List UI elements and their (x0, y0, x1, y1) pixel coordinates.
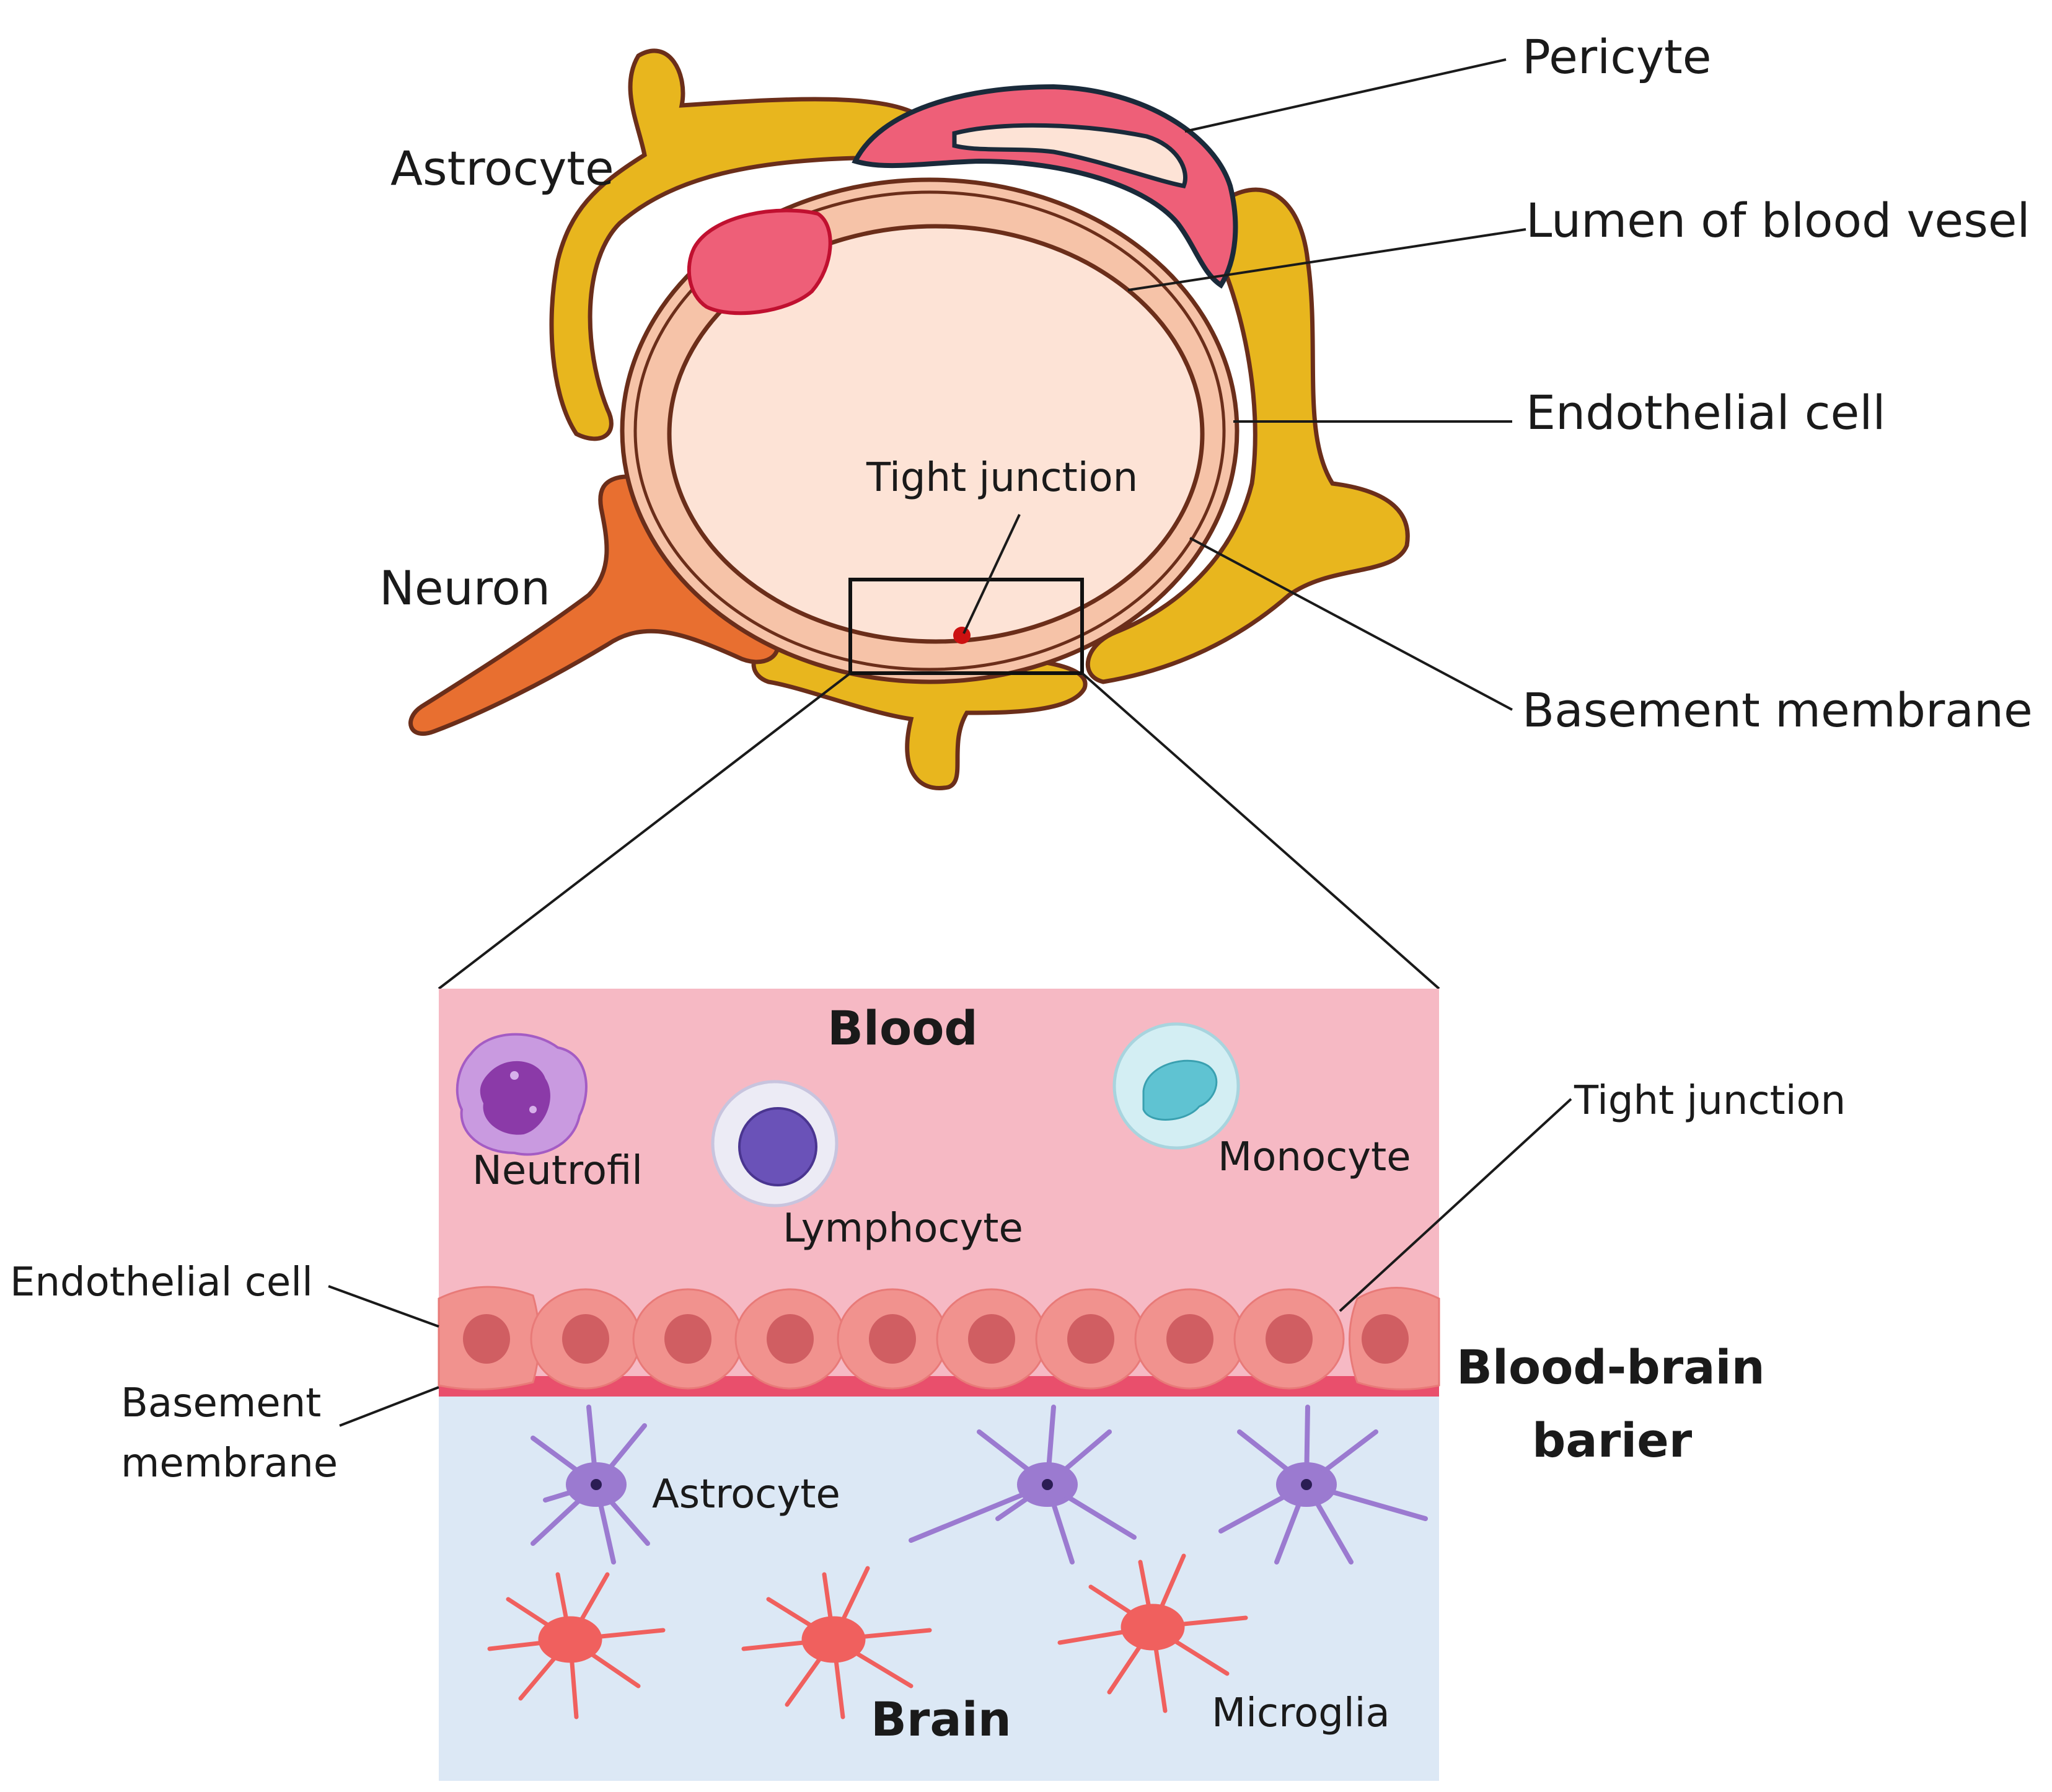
basement-membrane-ring (633, 190, 1226, 671)
astrocyte-cell-2 (909, 1405, 1137, 1565)
microglia-cell-3 (1057, 1553, 1248, 1713)
astrocyte-cell-1 (531, 1405, 650, 1565)
label-brain: Brain (871, 1692, 1011, 1747)
label-tight-junction-zoom: Tight junction (1574, 1078, 1846, 1124)
endothelial-cell-row (438, 1286, 1440, 1390)
label-bbb-1: Blood-brain (1456, 1340, 1765, 1395)
label-blood: Blood (827, 1000, 978, 1056)
lymphocyte-cell (711, 1080, 839, 1207)
blood-region (439, 989, 1439, 1292)
label-bbb-2: barier (1532, 1413, 1693, 1468)
label-monocyte: Monocyte (1218, 1134, 1411, 1180)
label-basement-zoom-2: membrane (121, 1441, 338, 1486)
label-astrocyte-zoom: Astrocyte (652, 1472, 840, 1517)
astrocyte-cells-zoom (531, 1405, 1428, 1565)
pericyte-shape (852, 84, 1238, 289)
label-lumen: Lumen of blood vesel (1526, 193, 2030, 248)
label-astrocyte-top: Astrocyte (390, 141, 614, 196)
microglia-cells (487, 1553, 1248, 1719)
top-leader-lines (438, 58, 1526, 990)
zoom-panel (438, 989, 1440, 1781)
bottom-leader-lines (328, 1098, 1572, 1427)
label-basement-zoom-1: Basement (121, 1380, 321, 1426)
label-pericyte: Pericyte (1522, 29, 1712, 84)
microglia-cell-1 (487, 1572, 666, 1719)
label-tight-junction-top: Tight junction (866, 455, 1138, 501)
endothelial-nucleus (687, 208, 832, 316)
neutrofil-cell (456, 1033, 588, 1156)
label-lymphocyte: Lymphocyte (783, 1206, 1023, 1251)
label-endothelial-zoom: Endothelial cell (10, 1260, 313, 1305)
monocyte-cell (1112, 1022, 1240, 1150)
lumen-shape (667, 224, 1205, 644)
tight-junction-zoom-box (848, 578, 1084, 675)
astrocyte-cell-3 (1218, 1405, 1428, 1565)
label-endothelial-top: Endothelial cell (1526, 385, 1886, 440)
label-basement-top: Basement membrane (1522, 682, 2033, 738)
tight-junction-dot (953, 627, 971, 644)
label-neutrofil: Neutrofil (472, 1148, 643, 1194)
microglia-cell-2 (741, 1566, 932, 1719)
label-neuron-top: Neuron (379, 560, 550, 616)
vessel-cross-section (408, 48, 1410, 790)
label-microglia: Microglia (1212, 1690, 1390, 1736)
